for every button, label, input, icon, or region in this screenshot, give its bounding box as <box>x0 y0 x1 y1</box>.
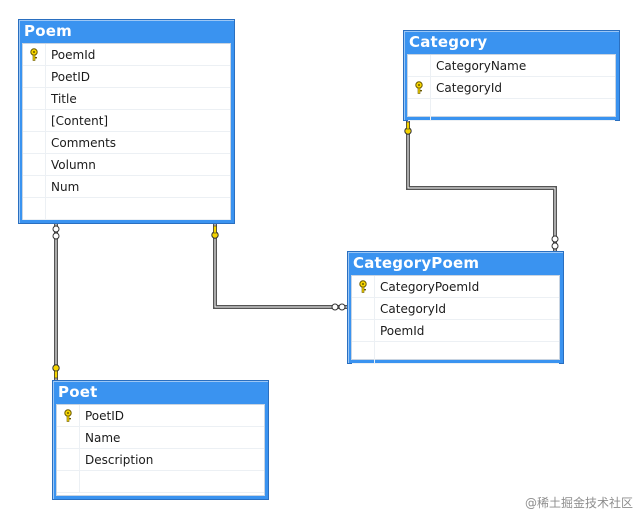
empty-column-row[interactable] <box>23 198 230 220</box>
key-cell <box>57 449 80 470</box>
primary-key-icon <box>63 409 73 422</box>
column-name: PoemId <box>51 47 96 62</box>
primary-key-icon <box>29 48 39 61</box>
key-cell <box>23 132 46 153</box>
relationship-poem-poet[interactable] <box>52 223 60 380</box>
column-name: CategoryPoemId <box>380 279 480 294</box>
column-name: PoetID <box>85 408 125 423</box>
watermark: @稀土掘金技术社区 <box>524 496 633 510</box>
table-title[interactable]: Poem <box>24 22 72 40</box>
key-cell <box>408 55 431 76</box>
key-cell <box>23 198 46 219</box>
column-row[interactable]: PoemId <box>352 320 559 342</box>
column-name: Description <box>85 452 154 467</box>
key-cell <box>352 298 375 319</box>
key-cell <box>352 342 375 363</box>
primary-key-icon <box>358 280 368 293</box>
column-name: Num <box>51 179 80 194</box>
key-cell <box>352 320 375 341</box>
column-row[interactable]: Name <box>57 427 264 449</box>
key-cell <box>23 88 46 109</box>
column-name: CategoryId <box>380 301 446 316</box>
key-cell <box>57 405 80 426</box>
key-cell <box>57 427 80 448</box>
key-cell <box>23 154 46 175</box>
key-cell <box>23 176 46 197</box>
column-row[interactable]: CategoryName <box>408 55 615 77</box>
key-cell <box>352 276 375 297</box>
column-row[interactable]: Num <box>23 176 230 198</box>
table-title[interactable]: Poet <box>58 383 98 401</box>
relationship-poem-categorypoem[interactable] <box>211 223 347 311</box>
column-name: PoetID <box>51 69 91 84</box>
column-name: Title <box>51 91 77 106</box>
column-row[interactable]: [Content] <box>23 110 230 132</box>
column-row[interactable]: CategoryId <box>352 298 559 320</box>
column-row[interactable]: CategoryPoemId <box>352 276 559 298</box>
column-row[interactable]: PoemId <box>23 44 230 66</box>
empty-column-row[interactable] <box>408 99 615 121</box>
column-row[interactable]: PoetID <box>57 405 264 427</box>
column-row[interactable]: Comments <box>23 132 230 154</box>
table-title[interactable]: CategoryPoem <box>353 254 480 272</box>
column-row[interactable]: Title <box>23 88 230 110</box>
column-name: CategoryId <box>436 80 502 95</box>
key-cell <box>57 471 80 492</box>
column-row[interactable]: Description <box>57 449 264 471</box>
empty-column-row[interactable] <box>57 471 264 493</box>
column-row[interactable]: Volumn <box>23 154 230 176</box>
column-row[interactable]: CategoryId <box>408 77 615 99</box>
primary-key-icon <box>414 81 424 94</box>
table-title[interactable]: Category <box>409 33 488 51</box>
key-cell <box>23 110 46 131</box>
key-cell <box>23 66 46 87</box>
column-name: [Content] <box>51 113 109 128</box>
column-row[interactable]: PoetID <box>23 66 230 88</box>
key-cell <box>408 77 431 98</box>
column-name: Name <box>85 430 121 445</box>
key-cell <box>408 99 431 120</box>
column-name: CategoryName <box>436 58 527 73</box>
empty-column-row[interactable] <box>352 342 559 364</box>
column-name: PoemId <box>380 323 425 338</box>
relationship-category-categorypoem[interactable] <box>404 120 559 251</box>
column-name: Comments <box>51 135 117 150</box>
column-name: Volumn <box>51 157 96 172</box>
key-cell <box>23 44 46 65</box>
